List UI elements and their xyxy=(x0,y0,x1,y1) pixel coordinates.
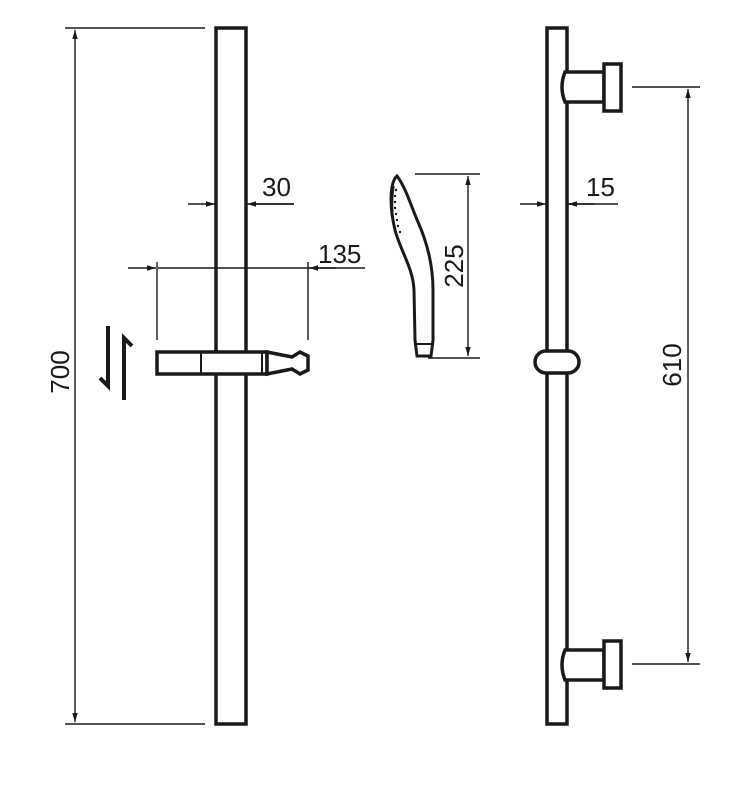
bracket-spacing-label: 610 xyxy=(657,343,687,386)
side-rail-diameter-label: 15 xyxy=(586,172,615,202)
sliding-holder xyxy=(155,349,310,377)
hand-shower-view: 225 xyxy=(389,173,480,359)
bottom-wall-bracket xyxy=(560,639,623,690)
handshower-length-dimension: 225 xyxy=(415,173,480,359)
height-label: 700 xyxy=(45,350,75,393)
side-view: 15 610 xyxy=(520,26,700,726)
front-view: 700 30 135 xyxy=(45,26,365,726)
hand-shower xyxy=(389,173,435,358)
slide-rail xyxy=(214,26,248,726)
top-wall-bracket xyxy=(560,62,623,113)
bracket-spacing-dimension: 610 xyxy=(632,86,700,665)
holder-width-label: 135 xyxy=(318,239,361,269)
height-dimension: 700 xyxy=(45,27,205,725)
side-rail xyxy=(545,26,569,726)
holder-width-dimension: 135 xyxy=(128,239,365,340)
side-holder-ring xyxy=(533,349,581,375)
side-rail-diameter-dimension: 15 xyxy=(520,172,618,207)
rail-diameter-dimension: 30 xyxy=(188,172,294,207)
up-down-arrows-icon xyxy=(98,326,134,400)
handshower-length-label: 225 xyxy=(439,244,469,287)
spray-nozzles xyxy=(393,188,402,234)
rail-diameter-label: 30 xyxy=(262,172,291,202)
